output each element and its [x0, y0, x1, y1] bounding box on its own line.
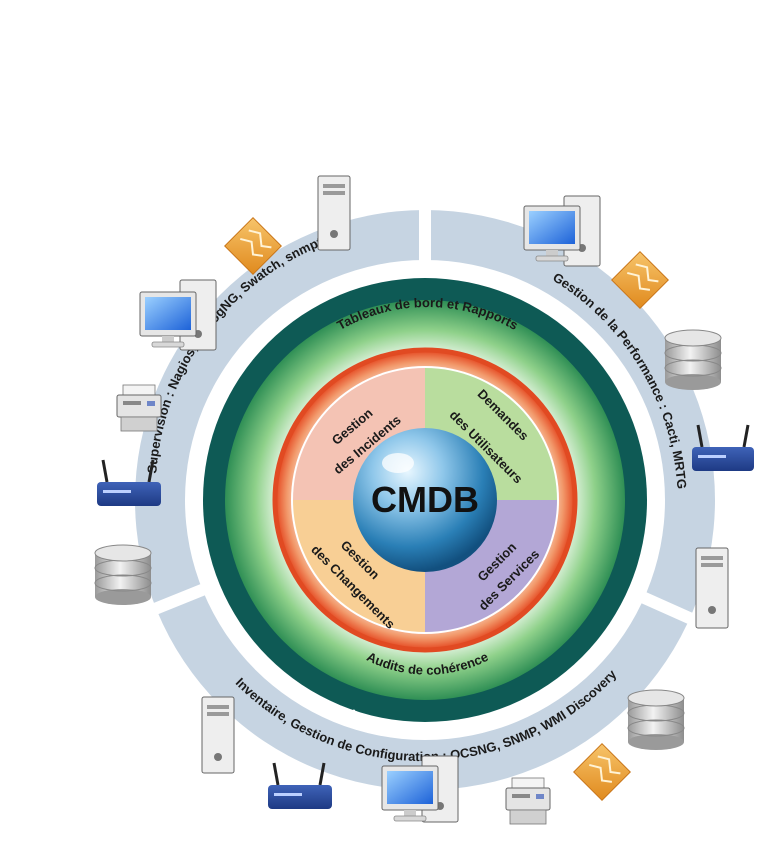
wireless-router-icon	[692, 424, 754, 471]
wireless-router-icon	[268, 762, 332, 809]
tower-server-icon	[201, 696, 235, 774]
database-icon	[94, 544, 152, 605]
wireless-router-icon	[97, 459, 161, 506]
printer-icon	[116, 384, 162, 432]
desktop-computer-icon	[523, 195, 601, 267]
devices	[94, 175, 754, 825]
document-icon	[573, 743, 631, 801]
tower-server-icon	[317, 175, 351, 251]
desktop-computer-icon	[139, 279, 217, 351]
database-icon	[627, 689, 685, 750]
printer-icon	[505, 777, 551, 825]
database-icon	[664, 329, 722, 390]
document-icon	[224, 217, 282, 275]
document-icon	[611, 251, 669, 309]
cmdb-label: CMDB	[371, 479, 479, 520]
cmdb-sphere: CMDB	[353, 428, 497, 572]
desktop-computer-icon	[381, 755, 459, 823]
tower-server-icon	[695, 547, 729, 629]
